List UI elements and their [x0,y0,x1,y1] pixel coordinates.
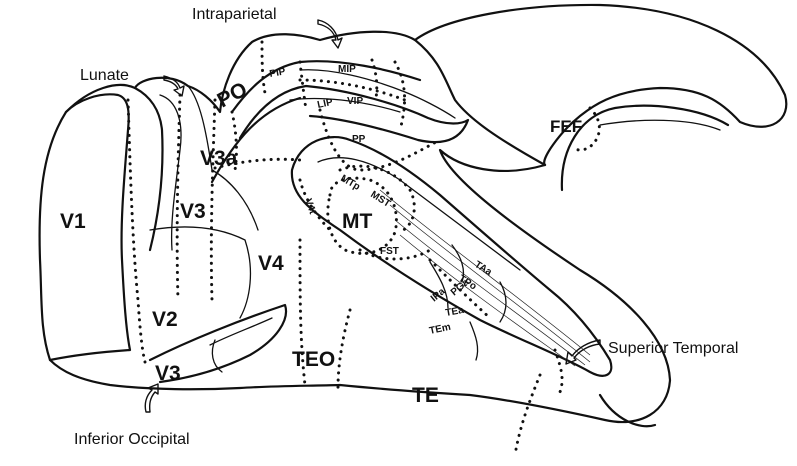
label-lip: LIP [316,97,334,111]
intraparietal-arrow-icon [318,20,342,48]
te-lower-boundary [515,375,540,455]
label-mt: MT [342,210,372,233]
label-fst: FST [380,246,399,257]
label-vip: VIP [347,96,363,107]
mip-boundary [372,60,377,98]
label-lunate: Lunate [80,67,129,84]
v1-v2-boundary [128,100,145,362]
label-v3-ventral: V3 [155,362,181,385]
label-tea: TEa [445,305,465,319]
label-po: PO [214,78,252,113]
sts-divider-4 [470,322,478,360]
label-taa: TAa [472,259,494,278]
label-v3a: V3a [200,147,238,170]
label-v2: V2 [152,308,178,331]
superior-temporal-arrow-icon [566,340,600,364]
label-v3-dorsal: V3 [180,200,206,223]
label-mip: MIP [338,64,356,75]
v2-v3-boundary [177,95,180,300]
label-fef: FEF [550,117,582,136]
label-inferior-occipital: Inferior Occipital [74,431,190,448]
principal-sulcus [600,120,720,130]
teo-te-boundary [338,310,350,388]
v3-fold-lower [150,227,250,318]
inferior-occipital-inner [210,318,272,345]
lunate-sulcus [135,88,163,250]
label-pp: PP [352,134,366,145]
frontal-outline [415,40,545,165]
sts-bank-4 [400,235,575,366]
v3-fold-upper [212,170,258,230]
label-v4: V4 [258,252,284,275]
arcuate-sulcus [562,106,728,190]
label-mtp: MTp [339,173,362,193]
v3-v4-boundary [211,100,215,300]
label-v1: V1 [60,210,86,233]
label-intraparietal: Intraparietal [192,6,277,23]
ips-fundus [300,70,455,118]
label-pip: PIP [269,66,287,80]
label-te: TE [412,384,439,407]
label-superior-temporal: Superior Temporal [608,340,738,357]
po-pip-boundary [262,42,266,98]
label-tem: TEm [428,322,452,337]
sts-bank-3 [395,220,585,365]
label-teo: TEO [292,348,335,371]
